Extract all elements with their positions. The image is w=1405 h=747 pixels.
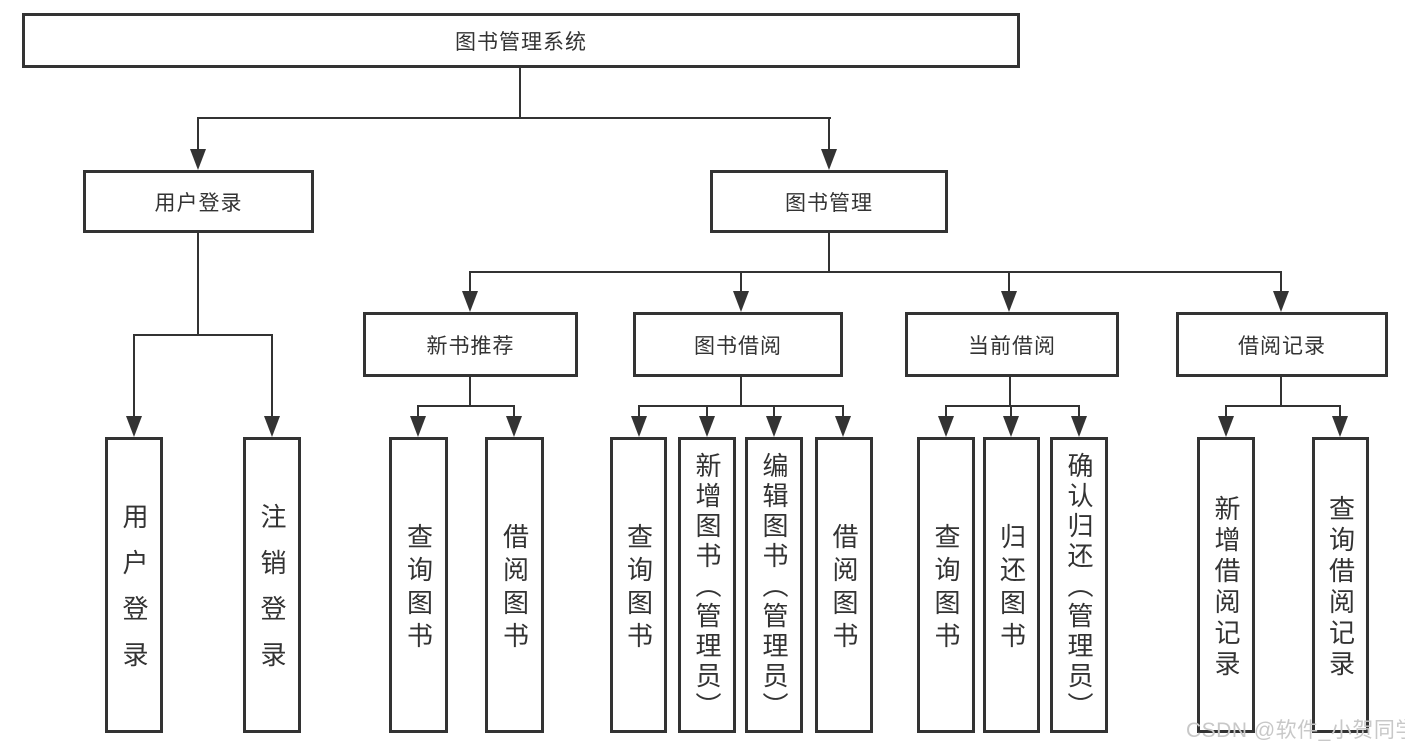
leaf-label: 用户登录	[119, 503, 149, 687]
leaf-label: 查询图书	[931, 522, 961, 655]
connector-line	[1008, 271, 1010, 295]
connector-line	[1225, 405, 1227, 421]
leaf-user-login: 用户登录	[105, 437, 163, 733]
arrow-down-icon	[938, 416, 954, 437]
connector-line	[828, 233, 830, 273]
connector-line	[1010, 405, 1012, 421]
arrow-down-icon	[1332, 416, 1348, 437]
connector-line	[271, 334, 273, 420]
leaf-query-books-borrowing: 查询图书	[610, 437, 667, 733]
connector-line	[1280, 377, 1282, 407]
arrow-down-icon	[264, 416, 280, 437]
connector-line	[417, 405, 419, 421]
leaf-label: 编辑图书（管理员）	[759, 452, 789, 722]
connector-line	[469, 377, 471, 407]
arrow-down-icon	[733, 291, 749, 312]
connector-line	[197, 117, 199, 153]
connector-line	[842, 405, 844, 421]
leaf-label: 注销登录	[257, 503, 287, 687]
node-label: 图书借阅	[694, 334, 782, 358]
arrow-down-icon	[835, 416, 851, 437]
arrow-down-icon	[1003, 416, 1019, 437]
leaf-confirm-return-admin: 确认归还（管理员）	[1050, 437, 1108, 733]
connector-line	[469, 271, 471, 295]
connector-line	[197, 117, 831, 119]
leaf-return-books: 归还图书	[983, 437, 1040, 733]
connector-line	[513, 405, 515, 421]
arrow-down-icon	[699, 416, 715, 437]
connector-line	[740, 377, 742, 407]
node-borrowing-records: 借阅记录	[1176, 312, 1388, 377]
node-label: 当前借阅	[968, 334, 1056, 358]
connector-line	[945, 405, 1079, 407]
connector-line	[638, 405, 640, 421]
connector-line	[706, 405, 708, 421]
csdn-watermark: CSDN @软件_小贺同学	[1186, 719, 1405, 742]
connector-line	[773, 405, 775, 421]
leaf-label: 借阅图书	[829, 522, 859, 655]
arrow-down-icon	[821, 149, 837, 170]
connector-line	[945, 405, 947, 421]
arrow-down-icon	[631, 416, 647, 437]
leaf-borrow-books-recommend: 借阅图书	[485, 437, 544, 733]
leaf-edit-books-admin: 编辑图书（管理员）	[745, 437, 803, 733]
leaf-query-borrow-record: 查询借阅记录	[1312, 437, 1369, 733]
arrow-down-icon	[1071, 416, 1087, 437]
connector-line	[1009, 377, 1011, 407]
leaf-label: 确认归还（管理员）	[1064, 452, 1094, 722]
arrow-down-icon	[410, 416, 426, 437]
connector-line	[469, 271, 1282, 273]
leaf-label: 查询图书	[623, 522, 654, 655]
node-current-borrowing: 当前借阅	[905, 312, 1119, 377]
leaf-label: 查询图书	[403, 522, 434, 655]
connector-line	[1225, 405, 1341, 407]
connector-line	[1339, 405, 1341, 421]
node-label: 用户登录	[154, 191, 243, 215]
leaf-add-borrow-record: 新增借阅记录	[1197, 437, 1255, 733]
leaf-label: 借阅图书	[499, 522, 530, 655]
leaf-query-books-current: 查询图书	[917, 437, 975, 733]
connector-line	[828, 117, 830, 153]
leaf-query-books-recommend: 查询图书	[389, 437, 448, 733]
connector-line	[1078, 405, 1080, 421]
node-label: 借阅记录	[1238, 334, 1326, 358]
connector-line	[519, 68, 521, 119]
leaf-logout: 注销登录	[243, 437, 301, 733]
node-label: 图书管理系统	[455, 30, 587, 54]
node-new-book-recommend: 新书推荐	[363, 312, 578, 377]
arrow-down-icon	[190, 149, 206, 170]
leaf-label: 新增图书（管理员）	[692, 452, 722, 722]
leaf-label: 归还图书	[996, 522, 1027, 655]
connector-line	[740, 271, 742, 295]
node-user-login: 用户登录	[83, 170, 314, 233]
node-library-system: 图书管理系统	[22, 13, 1020, 68]
connector-line	[638, 405, 844, 407]
arrow-down-icon	[1218, 416, 1234, 437]
connector-line	[133, 334, 135, 420]
connector-line	[1280, 271, 1282, 295]
arrow-down-icon	[1273, 291, 1289, 312]
node-book-borrowing: 图书借阅	[633, 312, 843, 377]
node-book-management: 图书管理	[710, 170, 948, 233]
arrow-down-icon	[462, 291, 478, 312]
leaf-label: 新增借阅记录	[1211, 494, 1241, 681]
connector-line	[133, 334, 273, 336]
arrow-down-icon	[1001, 291, 1017, 312]
arrow-down-icon	[506, 416, 522, 437]
leaf-label: 查询借阅记录	[1325, 494, 1356, 681]
arrow-down-icon	[766, 416, 782, 437]
node-label: 新书推荐	[426, 334, 515, 358]
connector-line	[417, 405, 515, 407]
leaf-borrow-books: 借阅图书	[815, 437, 873, 733]
node-label: 图书管理	[785, 191, 873, 215]
leaf-add-books-admin: 新增图书（管理员）	[678, 437, 736, 733]
connector-line	[197, 233, 199, 336]
arrow-down-icon	[126, 416, 142, 437]
